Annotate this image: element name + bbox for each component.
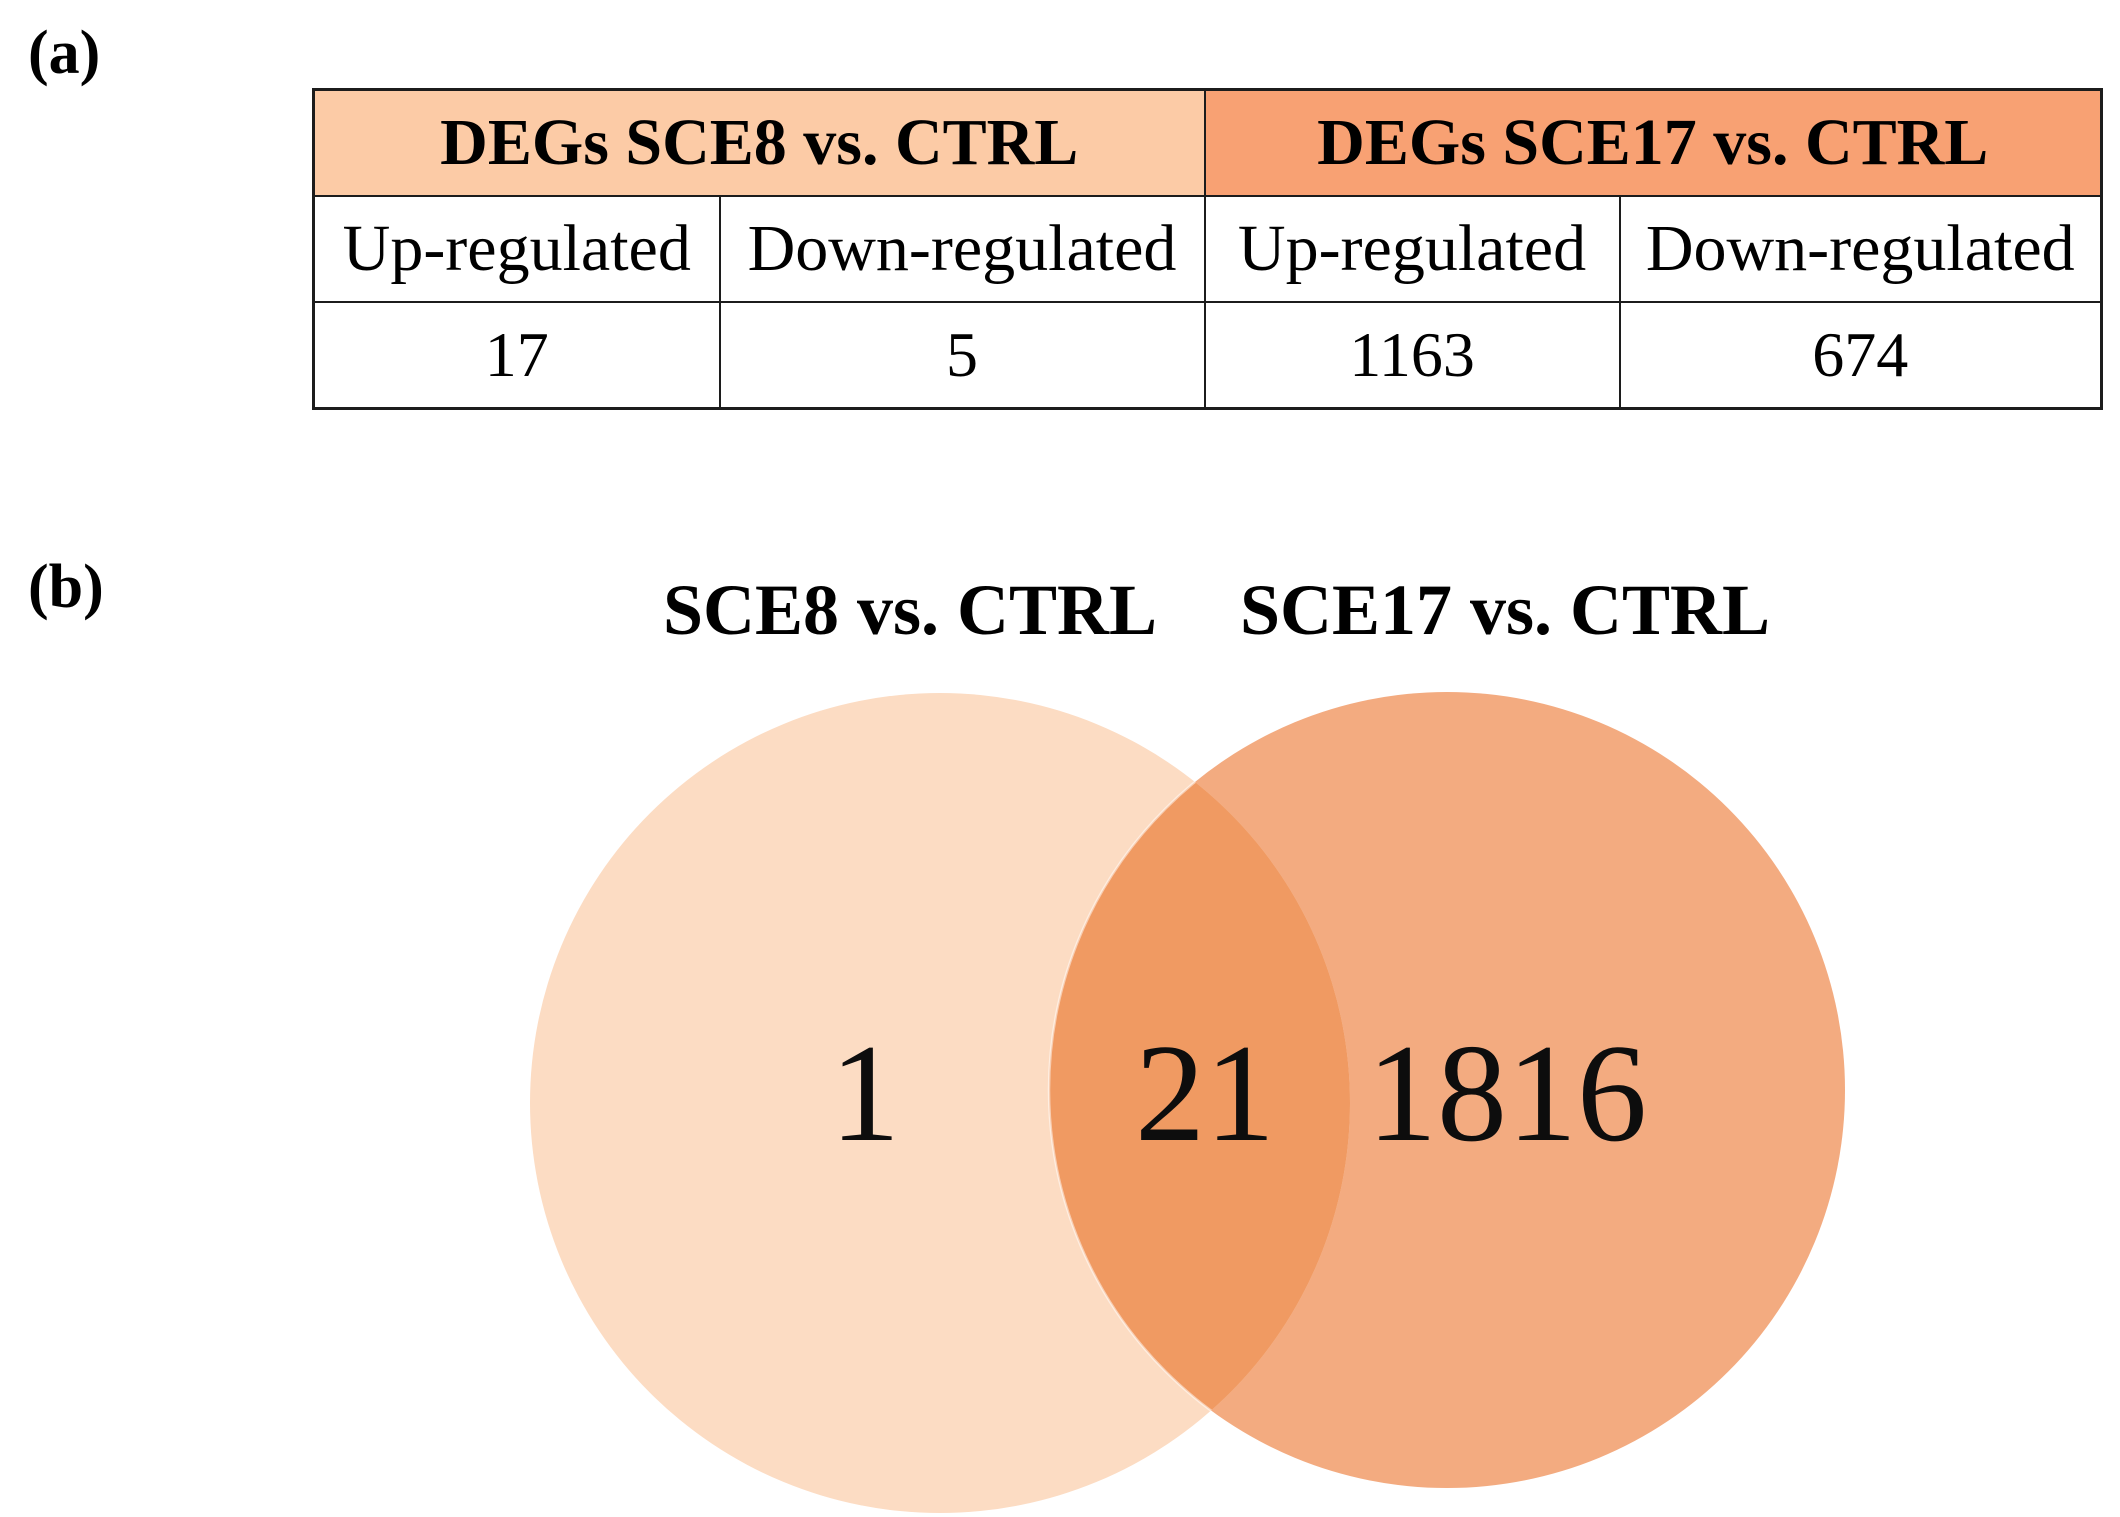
panel-a-label: (a) <box>28 19 101 87</box>
venn-right-set-label: SCE17 vs. CTRL <box>1239 570 1771 650</box>
value-sce8-up: 17 <box>312 301 721 410</box>
subheader-sce8-up: Up-regulated <box>312 195 721 303</box>
value-sce17-up: 1163 <box>1203 301 1621 410</box>
venn-left-set-label: SCE8 vs. CTRL <box>662 570 1158 650</box>
table-values-row: 17 5 1163 674 <box>312 301 2103 410</box>
panel-b-label: (b) <box>28 553 104 621</box>
group-header-sce17: DEGs SCE17 vs. CTRL <box>1203 88 2103 197</box>
deg-summary-table: DEGs SCE8 vs. CTRL DEGs SCE17 vs. CTRL U… <box>312 88 2103 410</box>
venn-left-count: 1 <box>830 1016 900 1171</box>
subheader-sce17-up: Up-regulated <box>1203 195 1621 303</box>
venn-diagram: 1 21 1816 <box>530 692 1845 1513</box>
venn-overlap-count: 21 <box>1135 1016 1275 1171</box>
value-sce17-down: 674 <box>1618 301 2103 410</box>
venn-right-count: 1816 <box>1367 1016 1647 1171</box>
subheader-sce8-down: Down-regulated <box>718 195 1206 303</box>
table-group-header-row: DEGs SCE8 vs. CTRL DEGs SCE17 vs. CTRL <box>312 88 2103 197</box>
venn-overlap-region <box>1047 693 1350 1490</box>
subheader-sce17-down: Down-regulated <box>1618 195 2103 303</box>
group-header-sce8: DEGs SCE8 vs. CTRL <box>312 88 1206 197</box>
table-subheader-row: Up-regulated Down-regulated Up-regulated… <box>312 195 2103 303</box>
value-sce8-down: 5 <box>718 301 1206 410</box>
